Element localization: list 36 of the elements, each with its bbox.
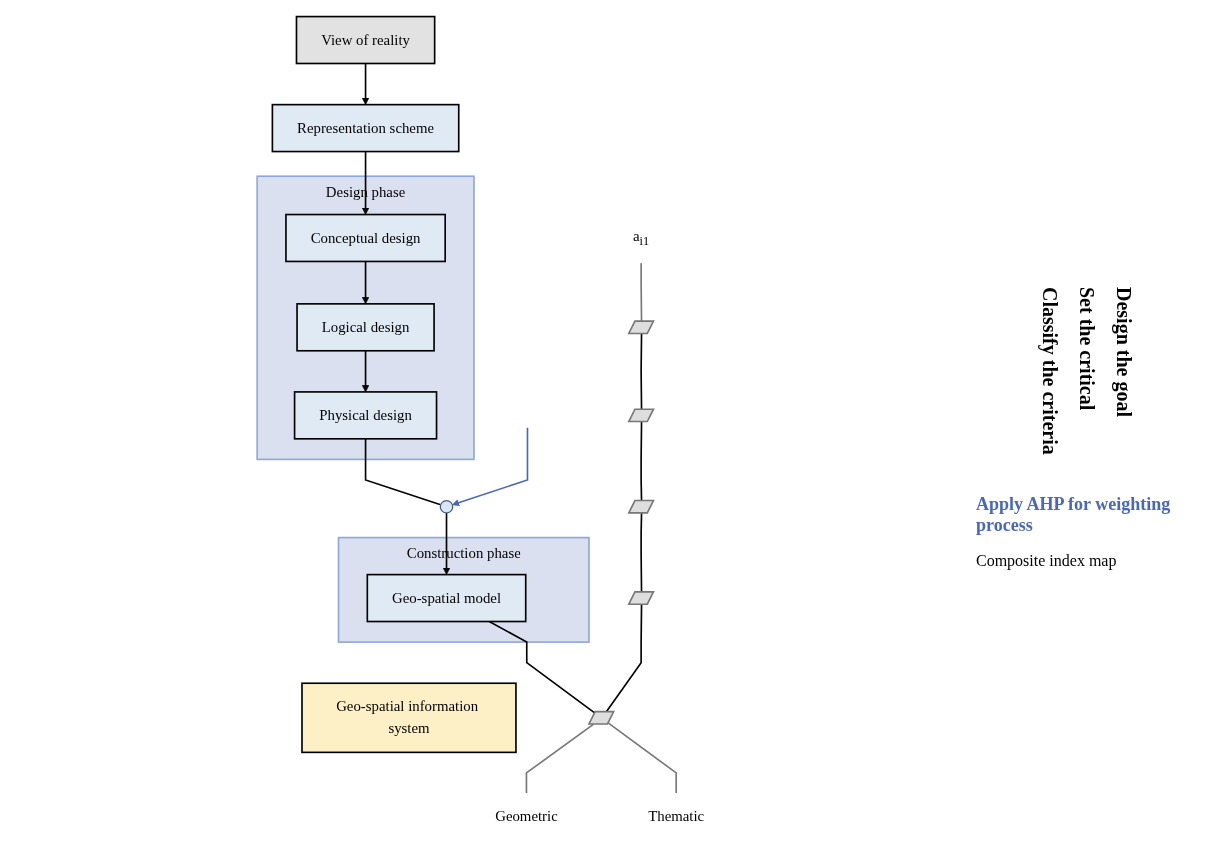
map-caption: Composite index map <box>976 552 1118 571</box>
node-box: View of reality <box>295 15 436 65</box>
node-box: Representation scheme <box>271 103 460 153</box>
node-box: Physical design <box>293 391 438 440</box>
node-parallelogram <box>627 591 655 606</box>
node-box: Geo-spatial model <box>366 573 527 623</box>
arrow <box>361 260 370 305</box>
bracket-label: Set the critical <box>1074 286 1098 412</box>
connector <box>640 421 643 502</box>
connector <box>605 603 643 713</box>
arrow <box>452 426 529 507</box>
node-box: Logical design <box>296 303 435 352</box>
arrow <box>361 150 370 215</box>
node-parallelogram <box>627 408 655 423</box>
connector <box>488 620 596 715</box>
node-box: Geo-spatial information system <box>301 682 517 754</box>
connector <box>640 261 643 323</box>
node-parallelogram <box>587 710 615 725</box>
connector <box>364 438 442 506</box>
connector <box>607 722 678 795</box>
connector <box>525 723 595 795</box>
arrow <box>361 349 370 393</box>
bracket-label: Classify the criteria <box>1037 286 1061 455</box>
node-box: Conceptual design <box>285 213 446 263</box>
arrow <box>442 512 451 575</box>
connector <box>640 512 643 594</box>
node-text: a$_{i1}$ <box>633 228 650 248</box>
bracket-label: Design the goal <box>1111 286 1135 419</box>
node-text: Thematic <box>648 808 705 825</box>
node-circle <box>439 499 454 514</box>
node-parallelogram <box>627 499 655 514</box>
node-text: Geometric <box>495 808 558 825</box>
node-parallelogram <box>627 320 655 335</box>
arrow <box>361 62 370 105</box>
process-note: Apply AHP for weighting process <box>976 494 1172 537</box>
connector <box>640 333 643 411</box>
